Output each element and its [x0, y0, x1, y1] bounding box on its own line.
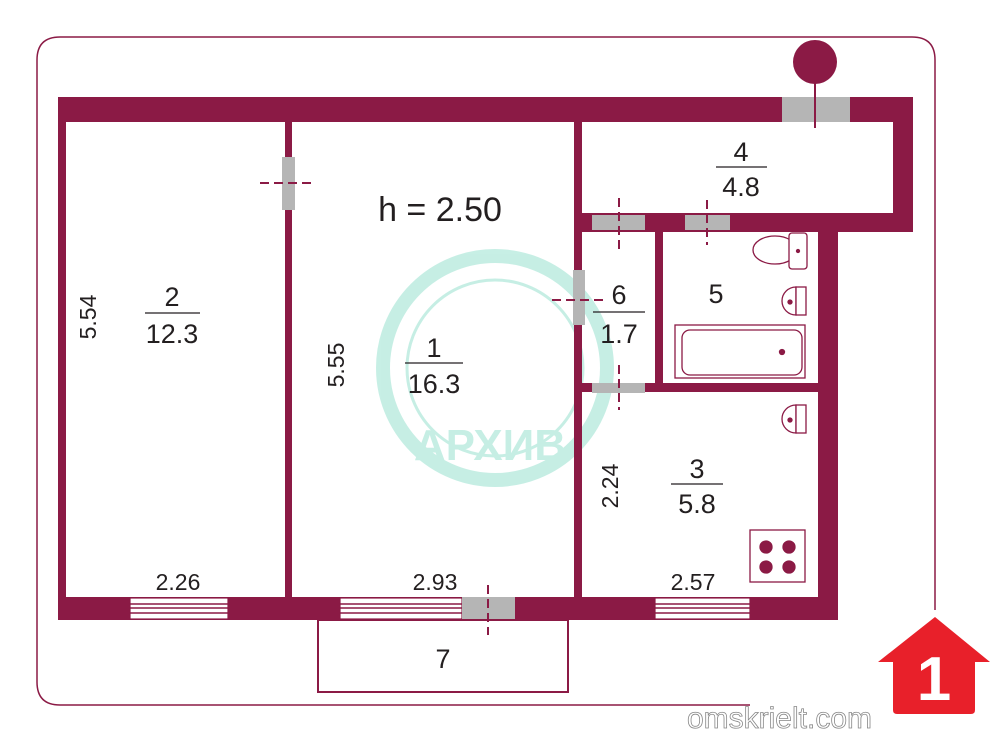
balcony — [317, 619, 569, 693]
room-3-number: 3 — [689, 454, 704, 484]
kitchen-sink-icon — [781, 404, 807, 434]
room-3-height: 2.24 — [597, 463, 623, 508]
plot-boundary — [36, 36, 936, 706]
room-4-number: 4 — [733, 137, 748, 167]
room-1-width: 2.93 — [413, 569, 458, 595]
logo-site-text: omskrielt.com — [687, 702, 872, 735]
logo-number: 1 — [917, 645, 951, 714]
room-6-area: 1.7 — [600, 319, 638, 349]
room-2-width: 2.26 — [156, 569, 201, 595]
room-3-area: 5.8 — [678, 489, 716, 519]
room-2-height: 5.54 — [75, 294, 101, 339]
room-6-number: 6 — [611, 280, 626, 310]
riser-icon — [793, 40, 837, 128]
archive-watermark: АРХИВ — [376, 249, 614, 487]
room-7-number: 7 — [435, 644, 450, 674]
room-3-width: 2.57 — [671, 569, 716, 595]
room-2-area: 12.3 — [146, 319, 199, 349]
bathtub-icon — [674, 324, 806, 379]
room-1-area: 16.3 — [408, 369, 461, 399]
stove-icon — [749, 529, 806, 583]
toilet-icon — [752, 232, 808, 270]
watermark-text: АРХИВ — [414, 421, 566, 470]
ceiling-height: h = 2.50 — [378, 191, 502, 229]
site-logo: 1 omskrielt.com — [687, 617, 990, 735]
windows — [129, 597, 751, 620]
room-1-height: 5.55 — [323, 343, 349, 388]
room-2-number: 2 — [164, 282, 179, 312]
sink-icon — [781, 286, 807, 316]
room-4-area: 4.8 — [722, 172, 760, 202]
room-5-number: 5 — [708, 279, 723, 309]
room-1-number: 1 — [426, 333, 441, 363]
